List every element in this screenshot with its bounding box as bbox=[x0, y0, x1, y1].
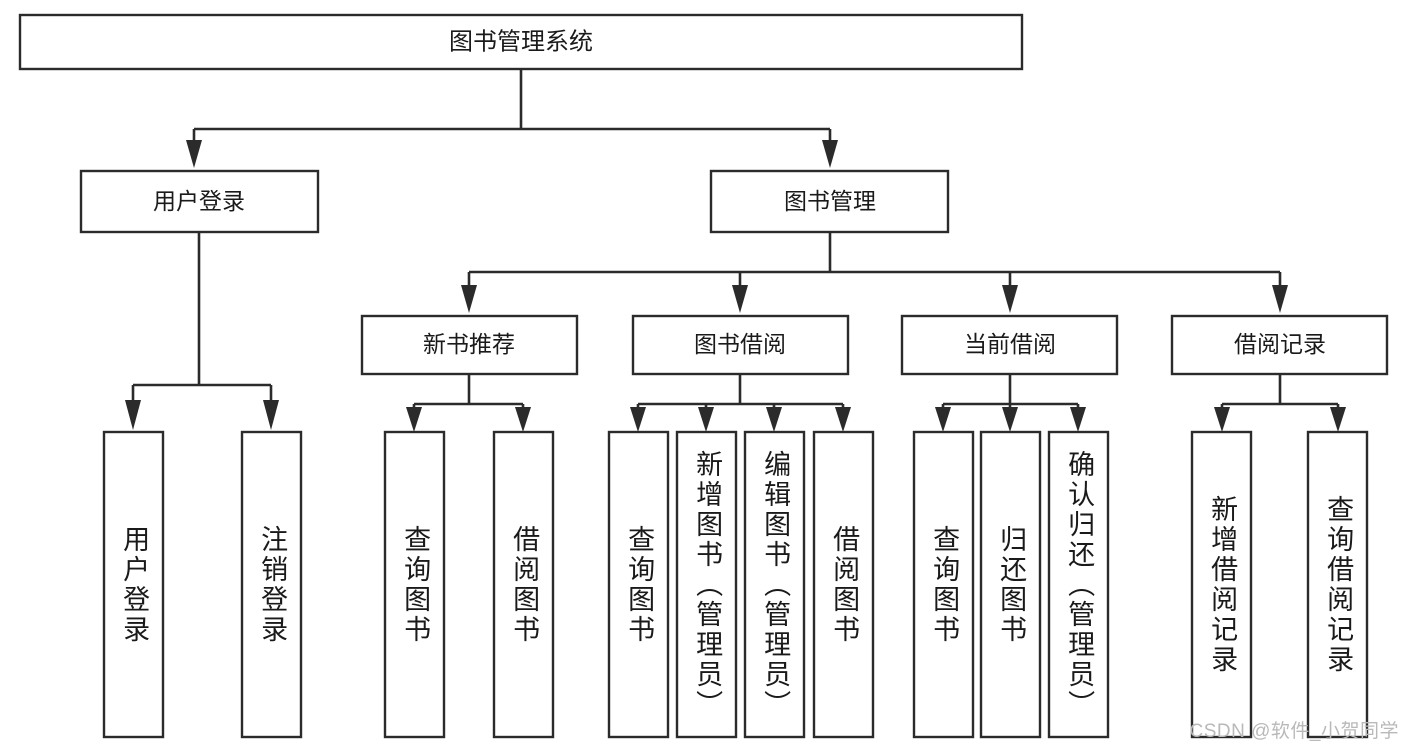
watermark-text: CSDN @软件_小贺同学 bbox=[1189, 721, 1399, 742]
leaf-label-book-borrow-4: 借阅图书 bbox=[829, 524, 860, 645]
leaf-box-user-login-2[interactable] bbox=[240, 430, 303, 739]
node-new-book[interactable] bbox=[360, 314, 579, 376]
leaf-label-book-borrow-3: 编辑图书（管理员） bbox=[760, 449, 791, 720]
node-book-manage-label: 图书管理 bbox=[784, 188, 876, 214]
arrow-head-new-book-leaf-1 bbox=[406, 407, 422, 432]
leaf-label-new-book-2: 借阅图书 bbox=[509, 524, 540, 645]
leaf-box-borrow-record-2[interactable] bbox=[1306, 430, 1369, 739]
leaf-label-current-borrow-1: 查询图书 bbox=[929, 524, 960, 645]
node-user-login-label: 用户登录 bbox=[153, 188, 245, 214]
leaf-label-borrow-record-1: 新增借阅记录 bbox=[1207, 494, 1238, 675]
arrow-head-to-book-manage bbox=[822, 140, 838, 168]
leaf-box-new-book-1[interactable] bbox=[383, 430, 446, 739]
leaf-label-borrow-record-2: 查询借阅记录 bbox=[1323, 494, 1354, 675]
node-book-borrow[interactable] bbox=[631, 314, 850, 376]
leaf-box-current-borrow-2[interactable] bbox=[979, 430, 1042, 739]
leaf-label-user-login-1: 用户登录 bbox=[119, 524, 150, 645]
arrow-head-book-borrow-leaf-3 bbox=[766, 407, 782, 432]
leaf-label-book-borrow-1: 查询图书 bbox=[624, 524, 655, 645]
node-book-borrow-label: 图书借阅 bbox=[694, 331, 786, 357]
leaf-box-new-book-2[interactable] bbox=[492, 430, 555, 739]
node-borrow-record-label: 借阅记录 bbox=[1234, 331, 1326, 357]
arrow-head-book-borrow-leaf-2 bbox=[698, 407, 714, 432]
leaf-box-book-borrow-2[interactable] bbox=[675, 430, 738, 739]
leaf-box-current-borrow-3[interactable] bbox=[1047, 430, 1110, 739]
node-new-book-label: 新书推荐 bbox=[423, 331, 515, 357]
arrow-head-current-borrow-leaf-1 bbox=[935, 407, 951, 432]
arrow-head-user-login-leaf-1 bbox=[125, 400, 141, 430]
leaf-box-current-borrow-1[interactable] bbox=[912, 430, 975, 739]
node-root[interactable] bbox=[18, 13, 1024, 71]
arrow-head-borrow-record-leaf-2 bbox=[1330, 407, 1346, 432]
leaf-label-current-borrow-2: 归还图书 bbox=[996, 524, 1027, 645]
leaf-label-new-book-1: 查询图书 bbox=[400, 524, 431, 645]
arrow-head-to-current-borrow bbox=[1002, 285, 1018, 313]
arrow-head-to-user-login bbox=[186, 140, 202, 168]
arrow-head-current-borrow-leaf-3 bbox=[1070, 407, 1086, 432]
leaf-box-book-borrow-1[interactable] bbox=[607, 430, 670, 739]
leaf-label-user-login-2: 注销登录 bbox=[257, 524, 288, 645]
leaf-box-book-borrow-3[interactable] bbox=[743, 430, 806, 739]
arrow-head-user-login-leaf-2 bbox=[263, 400, 279, 430]
node-root-label: 图书管理系统 bbox=[449, 28, 593, 55]
leaf-box-user-login-1[interactable] bbox=[102, 430, 165, 739]
arrow-head-to-book-borrow bbox=[732, 285, 748, 313]
arrow-head-new-book-leaf-2 bbox=[515, 407, 531, 432]
arrow-head-current-borrow-leaf-2 bbox=[1002, 407, 1018, 432]
arrow-head-borrow-record-leaf-1 bbox=[1214, 407, 1230, 432]
arrow-head-to-borrow-record bbox=[1272, 285, 1288, 313]
leaf-label-book-borrow-2: 新增图书（管理员） bbox=[692, 449, 723, 720]
leaf-label-current-borrow-3: 确认归还（管理员） bbox=[1064, 449, 1095, 720]
node-current-borrow-label: 当前借阅 bbox=[964, 331, 1056, 357]
arrow-head-book-borrow-leaf-1 bbox=[630, 407, 646, 432]
arrow-head-to-new-book bbox=[461, 285, 477, 313]
leaf-box-book-borrow-4[interactable] bbox=[812, 430, 875, 739]
node-current-borrow[interactable] bbox=[900, 314, 1119, 376]
leaf-box-borrow-record-1[interactable] bbox=[1190, 430, 1253, 739]
arrow-head-book-borrow-leaf-4 bbox=[835, 407, 851, 432]
